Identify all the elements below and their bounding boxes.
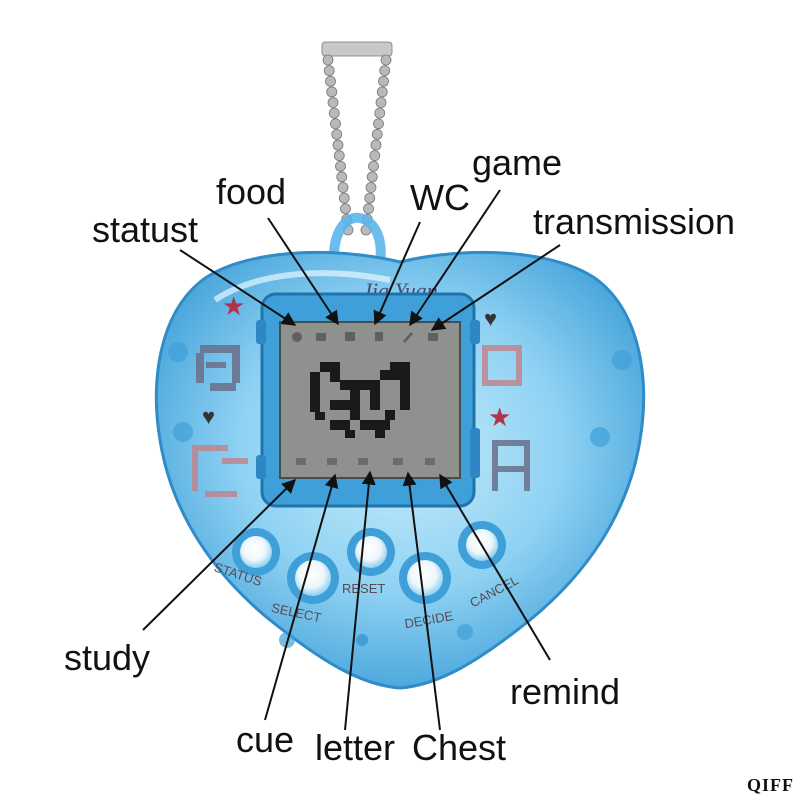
chain-bead: [328, 107, 340, 119]
watermark: QIFF: [747, 775, 794, 795]
chain-bead: [379, 65, 391, 77]
chain-bead: [375, 97, 387, 108]
chain-bead: [380, 54, 392, 66]
chain-bead: [378, 75, 389, 87]
label-wc: WC: [410, 177, 470, 218]
chain-bead: [323, 65, 335, 77]
label-study: study: [64, 637, 151, 678]
label-chest: Chest: [412, 727, 507, 768]
label-game: game: [472, 142, 563, 183]
label-statust: statust: [92, 209, 199, 250]
button-select[interactable]: [287, 552, 339, 604]
chain-bead: [330, 118, 341, 130]
chain-bead: [369, 150, 381, 162]
label-remind: remind: [510, 671, 621, 712]
chain-bead: [338, 192, 350, 204]
right-pixel-creature-lower: [492, 440, 530, 491]
heart-icon: ♥: [202, 404, 215, 429]
chain-bead: [327, 97, 339, 108]
label-food: food: [216, 171, 287, 212]
chain-bead: [364, 192, 376, 204]
status-icons-top: [292, 332, 438, 343]
button-decide[interactable]: [399, 552, 451, 604]
status-icons-bottom: [296, 458, 435, 465]
chain-bead: [371, 128, 383, 140]
chain-bead: [337, 182, 349, 193]
label-letter: letter: [315, 727, 396, 768]
heart-icon: ♥: [484, 306, 497, 331]
chain-bead: [331, 128, 343, 140]
chain-bead: [333, 150, 345, 162]
chain-bead: [366, 171, 378, 183]
chain-bead: [363, 203, 374, 215]
chain-bead: [373, 118, 384, 130]
chain-bead: [322, 54, 334, 66]
chain-bead: [376, 86, 388, 98]
key-loop: [329, 212, 386, 274]
chain-bead: [365, 182, 377, 193]
chain-bead: [332, 139, 344, 151]
left-pixel-creature-lower: [192, 445, 248, 497]
ball-chain: [321, 41, 393, 236]
star-icon: ★: [488, 402, 511, 432]
callout-arrows: [142, 189, 561, 731]
chain-bead: [340, 203, 351, 215]
chain-bead: [368, 160, 379, 172]
button-reset[interactable]: [347, 528, 395, 576]
pixel-pet: [310, 362, 410, 438]
label-transmission: transmission: [533, 201, 736, 242]
chain-bead: [370, 139, 382, 151]
star-icon: ★: [222, 291, 245, 321]
chain-bead: [336, 171, 348, 183]
button-status[interactable]: [232, 528, 280, 576]
left-pixel-creature-upper: [196, 345, 240, 391]
button-label-reset: RESET: [342, 581, 385, 596]
chain-bead: [326, 86, 338, 98]
label-cue: cue: [236, 719, 295, 760]
chain-bead: [325, 75, 336, 87]
chain-bead: [335, 160, 346, 172]
chain-bead: [374, 107, 386, 119]
right-pixel-creature-upper: [482, 345, 522, 386]
